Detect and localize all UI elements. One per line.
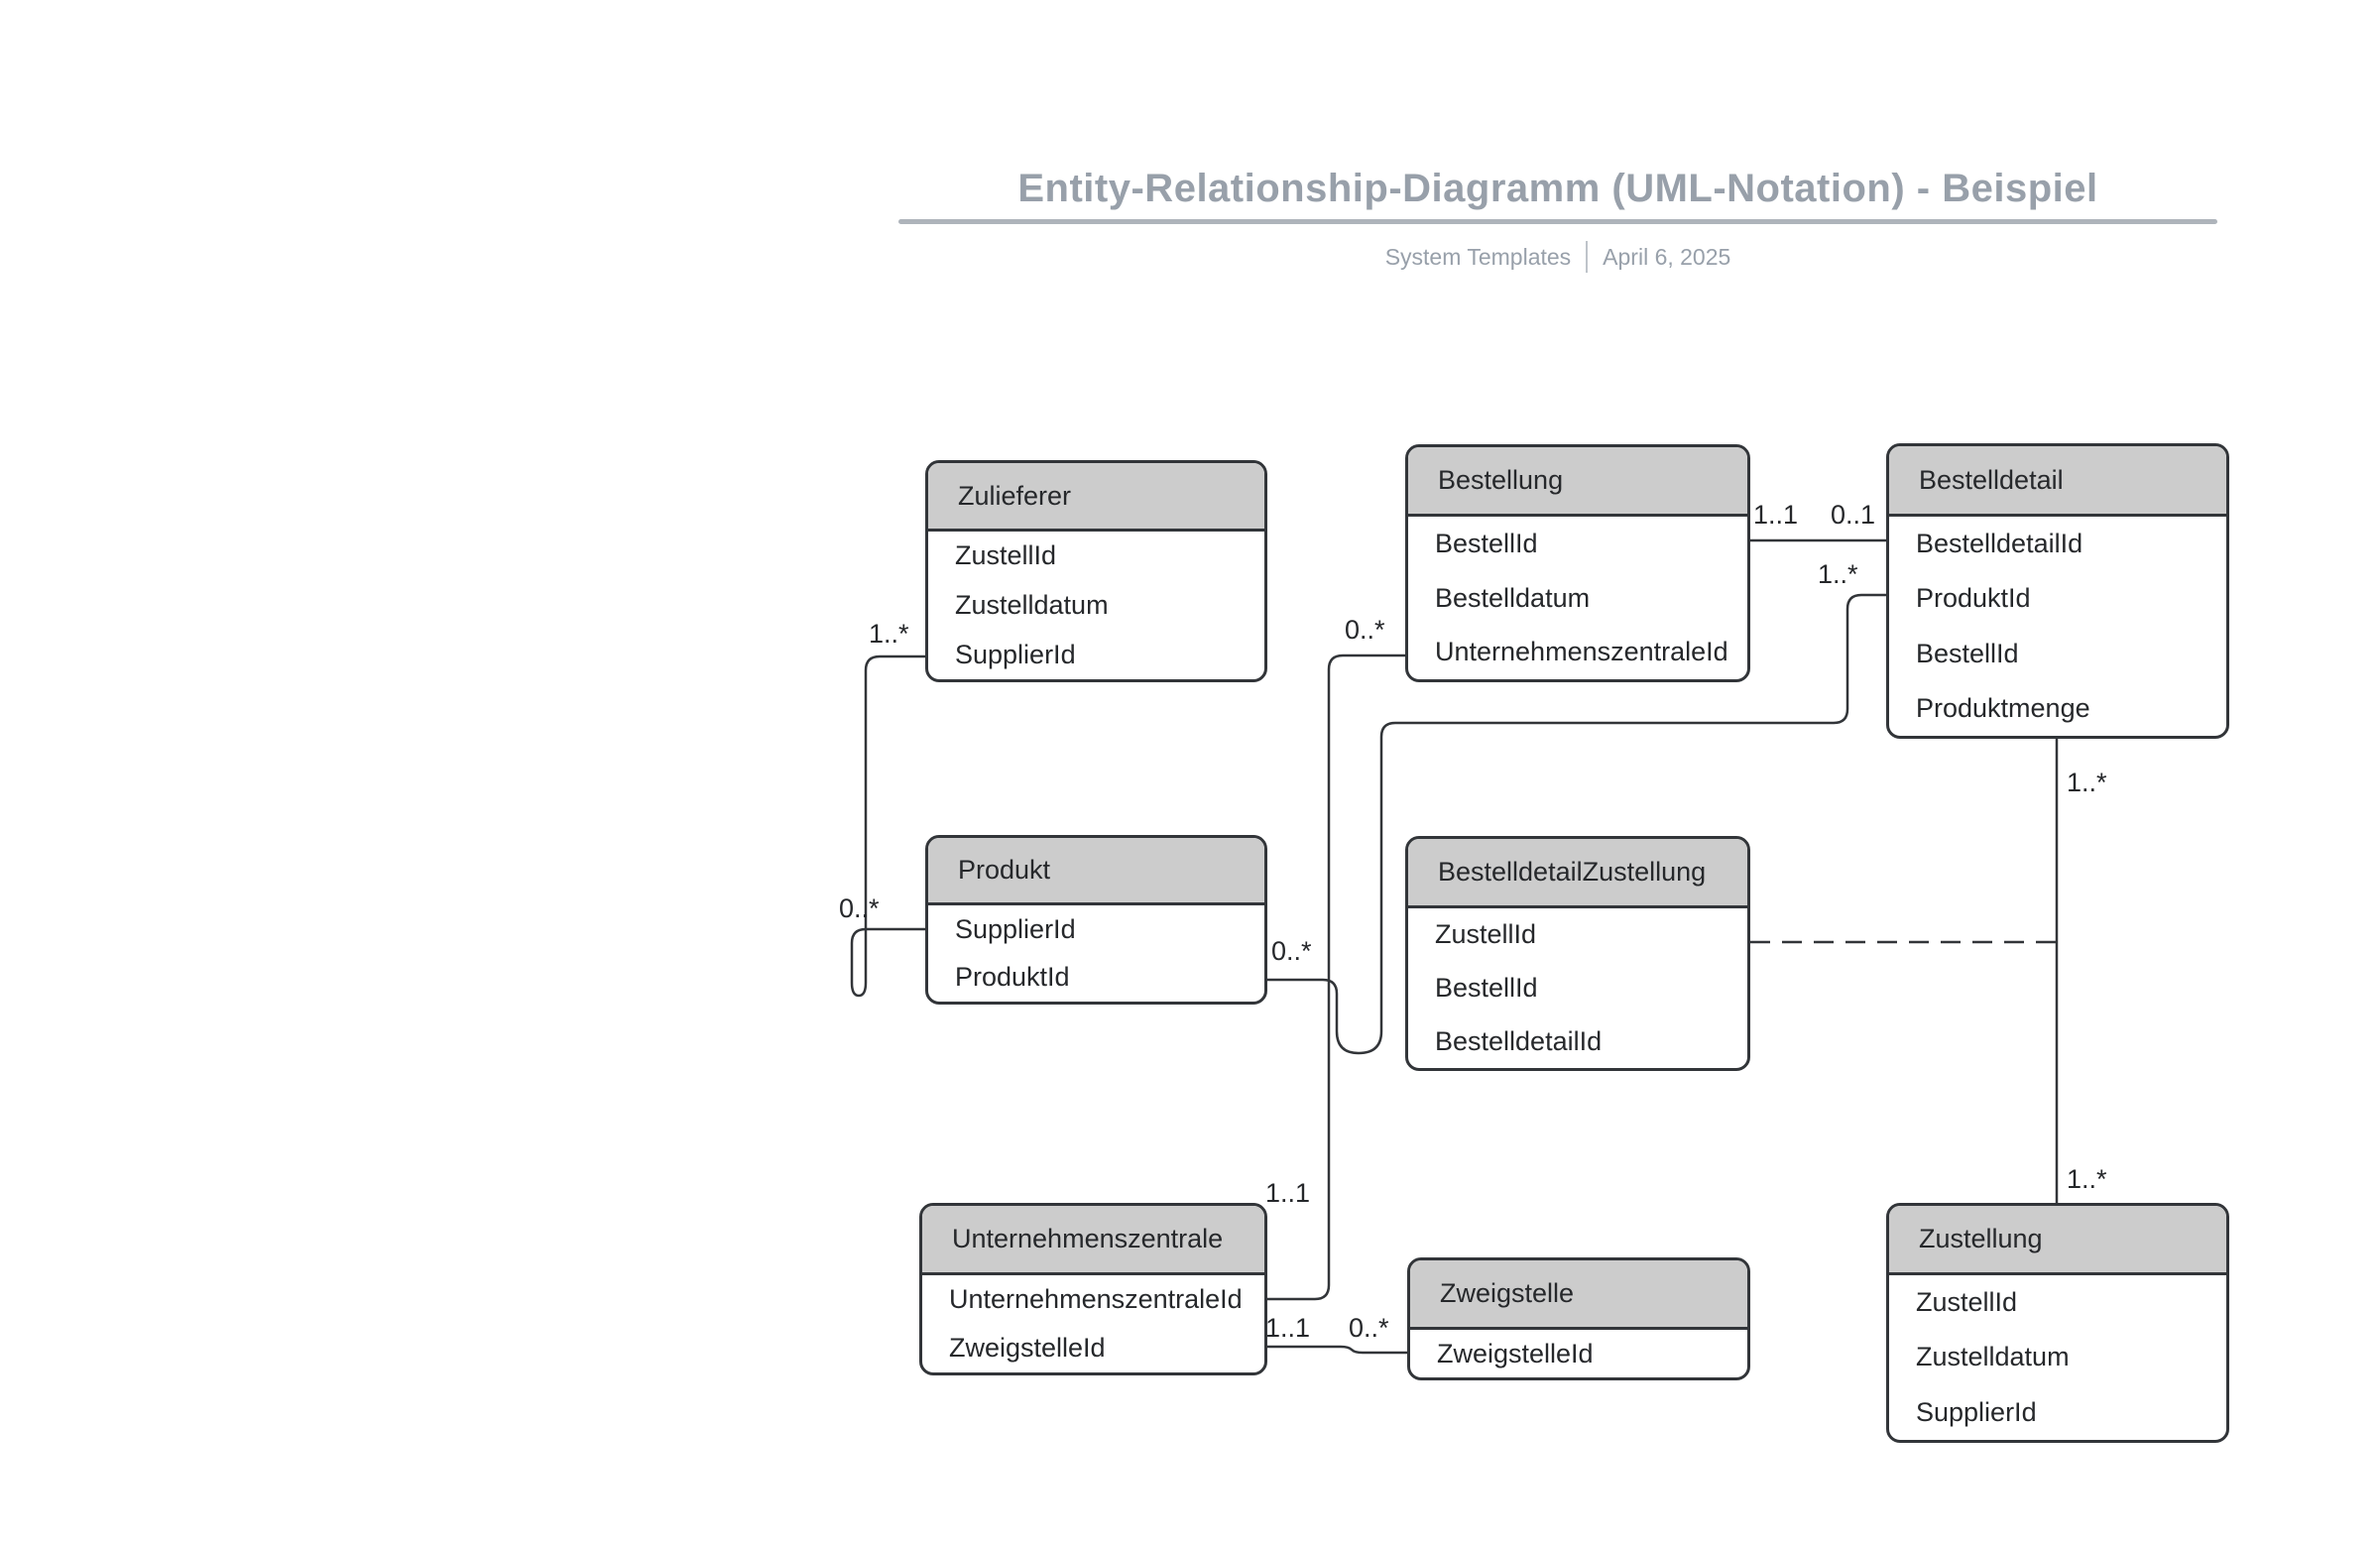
multiplicity-label-bestellung-left: 0..* [1345,615,1385,645]
entity-bestelldetail: Bestelldetail BestelldetailId ProduktId … [1886,443,2229,739]
entity-field: UnternehmenszentraleId [1435,637,1728,667]
connector-zulieferer-produkt [850,654,925,998]
entity-produkt: Produkt SupplierId ProduktId [925,835,1267,1005]
entity-field: ZweigstelleId [949,1333,1106,1363]
entity-title: Zweigstelle [1440,1278,1575,1308]
entity-title: Produkt [958,855,1051,885]
entity-field: Zustelldatum [1916,1342,2070,1372]
entity-title: Unternehmenszentrale [952,1224,1224,1253]
page-title: Entity-Relationship-Diagramm (UML-Notati… [1017,167,2098,210]
multiplicity-label-produkt-left: 0..* [839,893,880,923]
entity-field: ZustellId [1916,1287,2018,1318]
entity-field: ProduktId [955,962,1070,993]
subtitle-source: System Templates [1384,243,1572,270]
entity-header: Produkt [928,838,1264,905]
entity-zustellung: Zustellung ZustellId Zustelldatum Suppli… [1886,1203,2229,1443]
entity-field: BestelldetailId [1435,1025,1603,1056]
entity-field: Bestelldatum [1435,582,1591,613]
entity-header: Bestellung [1408,447,1747,517]
subtitle: System Templates April 6, 2025 [898,241,2217,273]
entity-field: ZustellId [1435,919,1537,950]
multiplicity-label-bestelldetail-bottom: 1..* [2067,768,2107,797]
entity-header: Unternehmenszentrale [922,1206,1264,1275]
entity-body: ZustellId Zustelldatum SupplierId [1889,1275,2226,1440]
connector-produkt-bestelldetail [1267,593,1886,1055]
entity-zulieferer: Zulieferer ZustellId Zustelldatum Suppli… [925,460,1267,682]
entity-title: Zustellung [1919,1224,2043,1253]
entity-bestelldetailzustellung: BestelldetailZustellung ZustellId Bestel… [1405,836,1750,1071]
entity-body: BestelldetailId ProduktId BestellId Prod… [1889,517,2226,736]
title-underline [898,219,2217,224]
entity-body: ZustellId BestellId BestelldetailId [1408,908,1747,1068]
multiplicity-label-zweigstelle-left: 0..* [1349,1313,1389,1343]
entity-body: SupplierId ProduktId [928,905,1264,1002]
entity-unternehmenszentrale: Unternehmenszentrale Unternehmenszentral… [919,1203,1267,1375]
connector-bestellung-unternehmenszentrale [1267,654,1405,1301]
entity-field: Zustelldatum [955,590,1109,620]
entity-field: BestelldetailId [1916,529,2083,559]
multiplicity-label-zulieferer: 1..* [869,619,909,649]
entity-field: SupplierId [955,913,1076,944]
multiplicity-label-produkt-right: 0..* [1271,936,1312,966]
entity-field: BestellId [1916,638,2019,668]
entity-field: SupplierId [1916,1396,2037,1427]
entity-body: BestellId Bestelldatum Unternehmenszentr… [1408,517,1747,679]
entity-title: BestelldetailZustellung [1438,857,1707,887]
entity-header: Zulieferer [928,463,1264,532]
entity-title: Bestellung [1438,465,1564,495]
entity-title: Bestelldetail [1919,464,2064,495]
subtitle-date: April 6, 2025 [1603,243,1731,270]
entity-field: UnternehmenszentraleId [949,1284,1243,1314]
subtitle-divider [1586,241,1589,273]
entity-body: UnternehmenszentraleId ZweigstelleId [922,1275,1264,1372]
entity-field: ZustellId [955,540,1057,571]
multiplicity-label-bestelldetail-left-top: 0..1 [1831,500,1876,530]
connector-unternehmenszentrale-zweigstelle [1267,1345,1407,1355]
multiplicity-label-zustellung-top: 1..* [2067,1164,2107,1194]
entity-zweigstelle: Zweigstelle ZweigstelleId [1407,1257,1750,1380]
entity-header: Zweigstelle [1410,1260,1747,1330]
entity-field: Produktmenge [1916,692,2090,723]
title-block: Entity-Relationship-Diagramm (UML-Notati… [898,167,2217,273]
entity-field: SupplierId [955,639,1076,669]
entity-header: Zustellung [1889,1206,2226,1275]
entity-header: BestelldetailZustellung [1408,839,1747,908]
entity-field: BestellId [1435,973,1538,1003]
multiplicity-label-unternehmenszentrale-right: 1..1 [1265,1313,1311,1343]
entity-field: BestellId [1435,528,1538,558]
multiplicity-label-bestelldetail-left-low: 1..* [1818,559,1858,589]
entity-field: ProduktId [1916,583,2031,614]
multiplicity-label-unternehmenszentrale-top: 1..1 [1265,1178,1311,1208]
entity-field: ZweigstelleId [1437,1338,1594,1368]
entity-body: ZustellId Zustelldatum SupplierId [928,532,1264,679]
entity-body: ZweigstelleId [1410,1330,1747,1377]
entity-bestellung: Bestellung BestellId Bestelldatum Untern… [1405,444,1750,682]
entity-header: Bestelldetail [1889,446,2226,517]
entity-title: Zulieferer [958,480,1072,511]
multiplicity-label-bestellung-right: 1..1 [1753,500,1799,530]
